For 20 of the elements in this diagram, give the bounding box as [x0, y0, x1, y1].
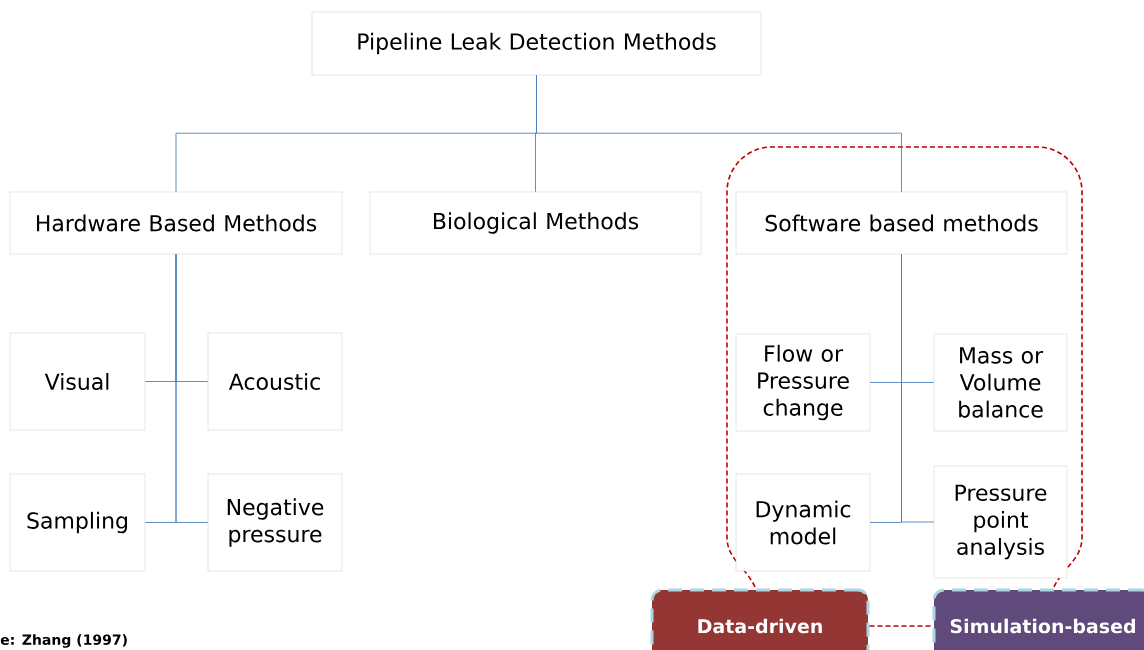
method-box: Sampling	[9, 473, 146, 572]
method-box: Mass or Volume balance	[933, 333, 1068, 432]
category-box: Biological Methods	[369, 191, 702, 255]
category-box: Software based methods	[735, 191, 1068, 255]
method-box: Visual	[9, 332, 146, 431]
method-box: Pressure point analysis	[933, 465, 1068, 579]
title-box: Pipeline Leak Detection Methods	[311, 11, 762, 76]
method-box: Flow or Pressure change	[735, 333, 871, 432]
dashed-outline	[726, 146, 1083, 588]
category-box: Hardware Based Methods	[9, 191, 343, 255]
tag-box: Data-driven	[650, 588, 870, 650]
connector-line	[901, 253, 935, 523]
connector-line	[536, 74, 902, 193]
tag-box: Simulation-based	[932, 588, 1144, 650]
source-note: e: Zhang (1997)	[0, 634, 127, 648]
method-box: Acoustic	[207, 332, 343, 431]
connector-line	[175, 253, 209, 523]
method-box: Negative pressure	[207, 473, 343, 572]
method-box: Dynamic model	[735, 473, 871, 572]
connector-line	[868, 625, 934, 627]
